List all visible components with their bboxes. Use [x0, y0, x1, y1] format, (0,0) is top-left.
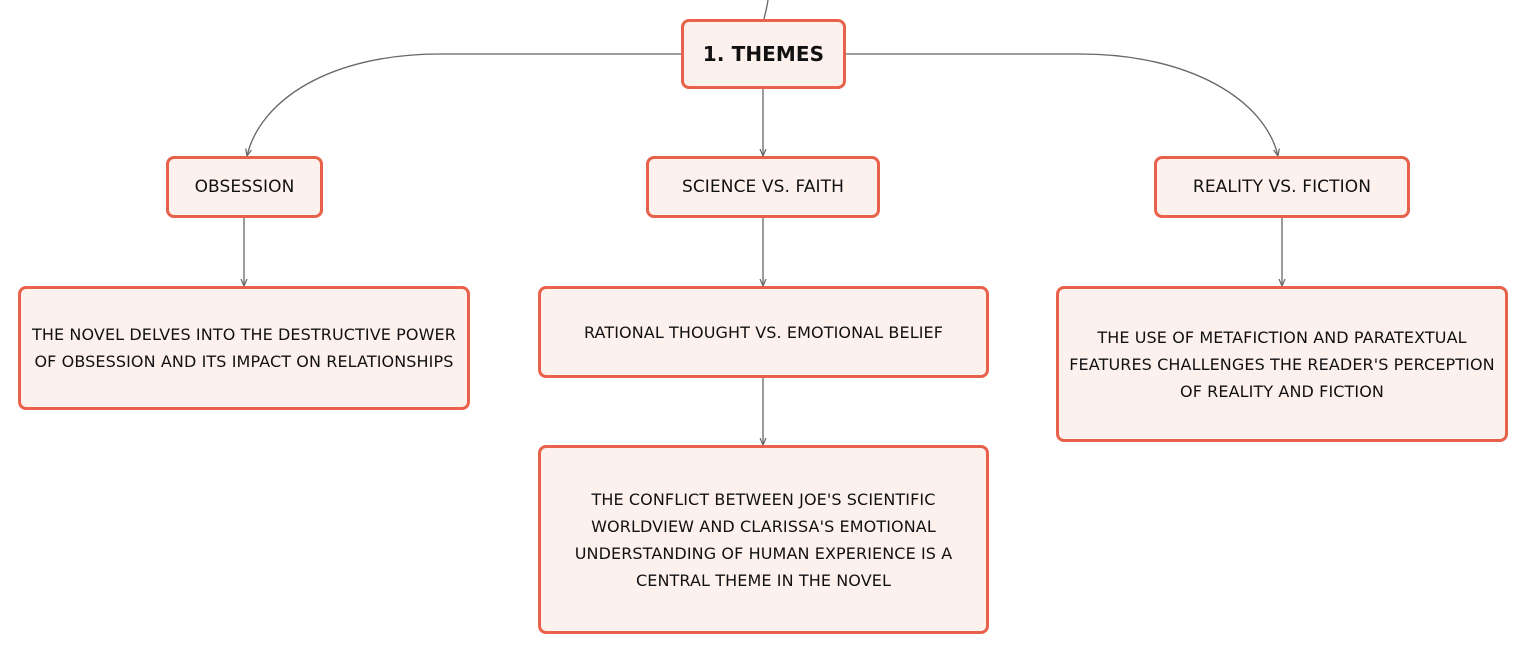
connector-parent-to-root	[763, 0, 769, 20]
detail-node-text: RATIONAL THOUGHT VS. EMOTIONAL BELIEF	[583, 322, 944, 342]
detail-node-rational-vs-emotional[interactable]: RATIONAL THOUGHT VS. EMOTIONAL BELIEF	[538, 286, 989, 378]
detail-node-joe-clarissa-conflict[interactable]: THE CONFLICT BETWEEN JOE'S SCIENTIFIC WO…	[538, 445, 989, 634]
topic-node-reality-vs-fiction[interactable]: REALITY VS. FICTION	[1154, 156, 1410, 218]
root-node-themes[interactable]: 1. THEMES	[681, 19, 846, 89]
detail-node-obsession[interactable]: THE NOVEL DELVES INTO THE DESTRUCTIVE PO…	[18, 286, 470, 410]
detail-node-metafiction[interactable]: THE USE OF METAFICTION AND PARATEXTUAL F…	[1056, 286, 1508, 442]
topic-node-science-vs-faith[interactable]: SCIENCE VS. FAITH	[646, 156, 880, 218]
detail-node-text: THE NOVEL DELVES INTO THE DESTRUCTIVE PO…	[32, 325, 456, 371]
topic-node-label: SCIENCE VS. FAITH	[681, 176, 845, 197]
topic-node-label: OBSESSION	[194, 176, 295, 197]
detail-node-text: THE USE OF METAFICTION AND PARATEXTUAL F…	[1069, 327, 1495, 401]
connector-root-to-obsession	[247, 53, 681, 156]
topic-node-label: REALITY VS. FICTION	[1192, 176, 1372, 197]
root-node-label: 1. THEMES	[702, 42, 825, 66]
detail-node-text: THE CONFLICT BETWEEN JOE'S SCIENTIFIC WO…	[574, 489, 953, 590]
connector-root-to-reality	[846, 53, 1278, 156]
topic-node-obsession[interactable]: OBSESSION	[166, 156, 323, 218]
